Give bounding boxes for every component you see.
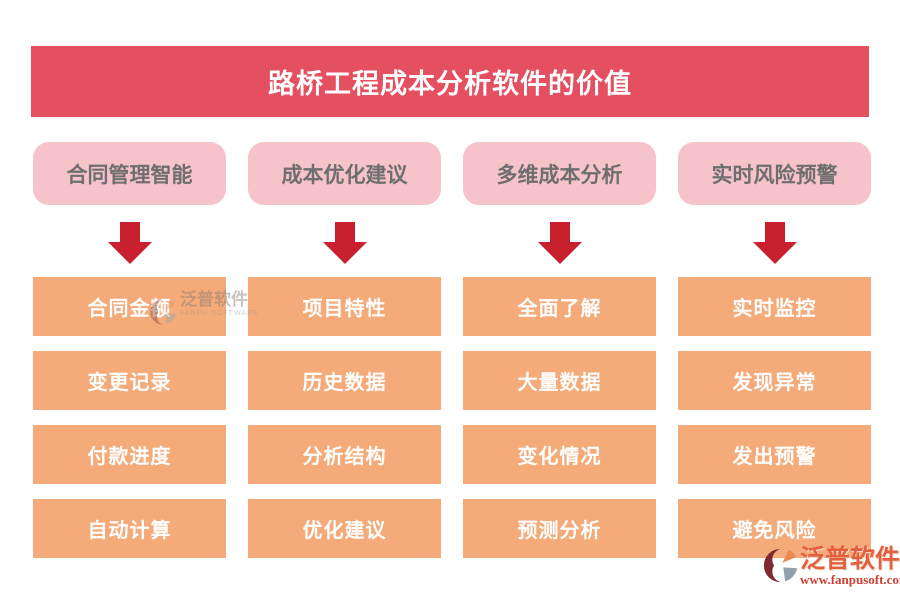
column-header-label: 实时风险预警: [711, 163, 838, 187]
column-header-pill: 实时风险预警: [678, 142, 871, 205]
value-box-label: 分析结构: [302, 446, 387, 468]
value-box: 优化建议: [248, 499, 441, 558]
column-header-label: 合同管理智能: [66, 163, 193, 187]
value-box-label: 实时监控: [732, 298, 817, 320]
fanpu-watermark: 泛普软件 FANPU SOFTWARE: [148, 291, 268, 333]
watermark-name: 泛普软件: [180, 290, 248, 309]
brand-name: 泛普软件: [800, 545, 900, 573]
value-box-label: 发出预警: [732, 446, 817, 468]
value-box-label: 避免风险: [732, 520, 817, 542]
fanpu-logo-icon: [150, 299, 176, 325]
fanpu-brand-logo: 泛普软件 www.fanpusoft.com: [762, 547, 900, 595]
column-risk-warning: 实时风险预警 实时监控 发现异常 发出预警 避免风险: [678, 0, 871, 600]
value-box: 实时监控: [678, 277, 871, 336]
value-box: 发现异常: [678, 351, 871, 410]
value-box: 大量数据: [463, 351, 656, 410]
down-arrow-icon: [538, 222, 582, 264]
value-box-label: 预测分析: [517, 520, 602, 542]
value-box: 付款进度: [33, 425, 226, 484]
title-banner: 路桥工程成本分析软件的价值: [31, 46, 869, 117]
down-arrow-icon: [108, 222, 152, 264]
brand-text-block: 泛普软件 www.fanpusoft.com: [800, 545, 900, 587]
value-box-label: 优化建议: [302, 520, 387, 542]
value-box-label: 历史数据: [302, 372, 387, 394]
brand-url: www.fanpusoft.com: [800, 572, 900, 587]
column-contract-management: 合同管理智能 合同金额 变更记录 付款进度 自动计算: [33, 0, 226, 600]
value-box-label: 变更记录: [87, 372, 172, 394]
column-multidimensional-analysis: 多维成本分析 全面了解 大量数据 变化情况 预测分析: [463, 0, 656, 600]
watermark-text-block: 泛普软件 FANPU SOFTWARE: [180, 291, 259, 317]
value-box-label: 全面了解: [517, 298, 602, 320]
value-box-label: 自动计算: [87, 520, 172, 542]
value-box: 历史数据: [248, 351, 441, 410]
value-box-label: 发现异常: [732, 372, 817, 394]
value-box: 项目特性: [248, 277, 441, 336]
value-box: 发出预警: [678, 425, 871, 484]
column-header-label: 多维成本分析: [496, 163, 623, 187]
value-box-label: 合同金额: [87, 298, 172, 320]
value-box: 避免风险: [678, 499, 871, 558]
value-box: 全面了解: [463, 277, 656, 336]
value-box: 自动计算: [33, 499, 226, 558]
column-header-pill: 成本优化建议: [248, 142, 441, 205]
value-box: 合同金额: [33, 277, 226, 336]
column-header-pill: 多维成本分析: [463, 142, 656, 205]
column-cost-optimization: 成本优化建议 项目特性 历史数据 分析结构 优化建议: [248, 0, 441, 600]
page-title: 路桥工程成本分析软件的价值: [268, 69, 632, 99]
value-box-label: 变化情况: [517, 446, 602, 468]
value-box: 变更记录: [33, 351, 226, 410]
value-box-label: 付款进度: [87, 446, 172, 468]
fanpu-logo-icon: [763, 548, 798, 583]
value-box-label: 大量数据: [517, 372, 602, 394]
watermark-subtitle: FANPU SOFTWARE: [180, 310, 259, 317]
column-header-label: 成本优化建议: [281, 163, 408, 187]
value-box: 变化情况: [463, 425, 656, 484]
column-header-pill: 合同管理智能: [33, 142, 226, 205]
down-arrow-icon: [753, 222, 797, 264]
down-arrow-icon: [323, 222, 367, 264]
value-box-label: 项目特性: [302, 298, 387, 320]
value-box: 分析结构: [248, 425, 441, 484]
value-box: 预测分析: [463, 499, 656, 558]
